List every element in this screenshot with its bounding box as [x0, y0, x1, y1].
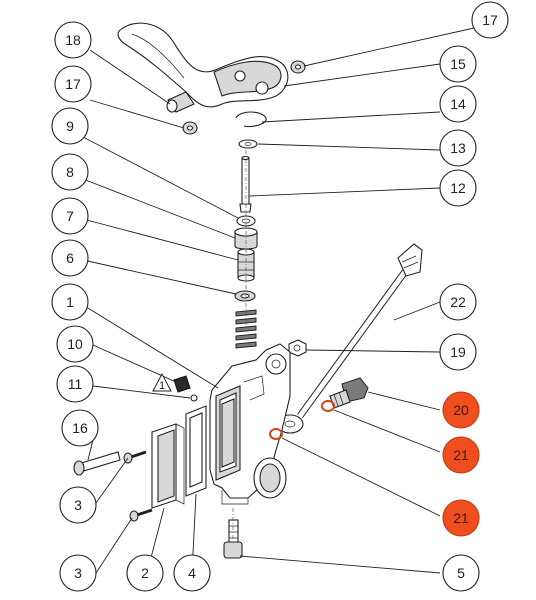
callout-8: 8 — [51, 153, 89, 191]
callout-label: 18 — [65, 32, 81, 48]
callout-7: 7 — [51, 197, 89, 235]
callout-label: 21 — [453, 447, 469, 463]
callout-17-top: 17 — [471, 1, 509, 39]
callout-label: 21 — [453, 510, 469, 526]
callout-label: 4 — [188, 565, 196, 581]
callout-3-upper: 3 — [59, 486, 97, 524]
callout-label: 6 — [66, 250, 74, 266]
callout-label: 7 — [66, 208, 74, 224]
lever-part — [117, 22, 289, 108]
callout-14: 14 — [439, 85, 477, 123]
warning-triangle-label: 1 — [159, 380, 165, 392]
cover-screw-part-lower — [129, 508, 153, 522]
callout-5: 5 — [442, 554, 480, 592]
callout-19: 19 — [439, 333, 477, 371]
callout-label: 10 — [67, 336, 83, 352]
washer-13-part — [238, 139, 258, 149]
callout-label: 11 — [68, 376, 83, 392]
callout-3-lower: 3 — [59, 554, 97, 592]
leader-lines — [82, 27, 475, 574]
callout-10: 10 — [56, 325, 94, 363]
callout-13: 13 — [439, 129, 477, 167]
callout-2: 2 — [126, 554, 164, 592]
nut-part — [288, 339, 307, 357]
callout-label: 8 — [66, 164, 74, 180]
set-screw-part — [173, 375, 191, 393]
callout-21-lower: 21 — [442, 499, 480, 537]
callout-label: 9 — [66, 118, 74, 134]
callout-label: 3 — [74, 497, 82, 513]
callout-1: 1 — [51, 283, 89, 321]
callout-17-left: 17 — [54, 65, 92, 103]
callout-label: 12 — [450, 180, 466, 196]
callout-label: 16 — [72, 420, 88, 436]
callout-15: 15 — [439, 45, 477, 83]
callout-9: 9 — [51, 107, 89, 145]
callout-label: 22 — [450, 294, 466, 310]
callout-21-upper: 21 — [442, 436, 480, 474]
banjo-bolt-part — [329, 377, 369, 409]
master-cylinder-body-part — [209, 343, 291, 505]
callout-label: 20 — [453, 402, 469, 418]
callout-label: 1 — [66, 294, 74, 310]
callout-label: 3 — [74, 565, 82, 581]
diaphragm-gasket-part — [185, 405, 207, 497]
o-ring-part-lower — [269, 428, 283, 440]
clamp-bolt-part — [223, 519, 243, 559]
push-rod-part — [239, 155, 252, 213]
callout-4: 4 — [173, 554, 211, 592]
callout-20: 20 — [442, 391, 480, 429]
callout-label: 15 — [450, 56, 466, 72]
port-hole-part — [190, 394, 198, 402]
pin-part — [166, 91, 195, 113]
callout-6: 6 — [51, 239, 89, 277]
callout-label: 17 — [65, 76, 81, 92]
callout-11: 11 — [56, 365, 94, 403]
o-ring-part-upper — [321, 400, 335, 412]
callout-label: 2 — [141, 565, 149, 581]
callout-label: 14 — [450, 96, 466, 112]
callout-label: 13 — [450, 140, 466, 156]
warning-triangle-icon: 1 — [152, 372, 172, 392]
callout-12: 12 — [439, 169, 477, 207]
reservoir-cover-part — [151, 423, 185, 509]
callout-label: 19 — [450, 344, 466, 360]
brake-hose-part — [276, 243, 423, 434]
callout-16: 16 — [61, 409, 99, 447]
circlip-part — [235, 111, 267, 128]
callout-label: 5 — [457, 565, 465, 581]
pivot-pin-part — [73, 451, 121, 476]
callout-22: 22 — [439, 283, 477, 321]
callout-label: 17 — [482, 12, 498, 28]
cover-screw-part-upper — [123, 450, 147, 464]
callout-18: 18 — [54, 21, 92, 59]
